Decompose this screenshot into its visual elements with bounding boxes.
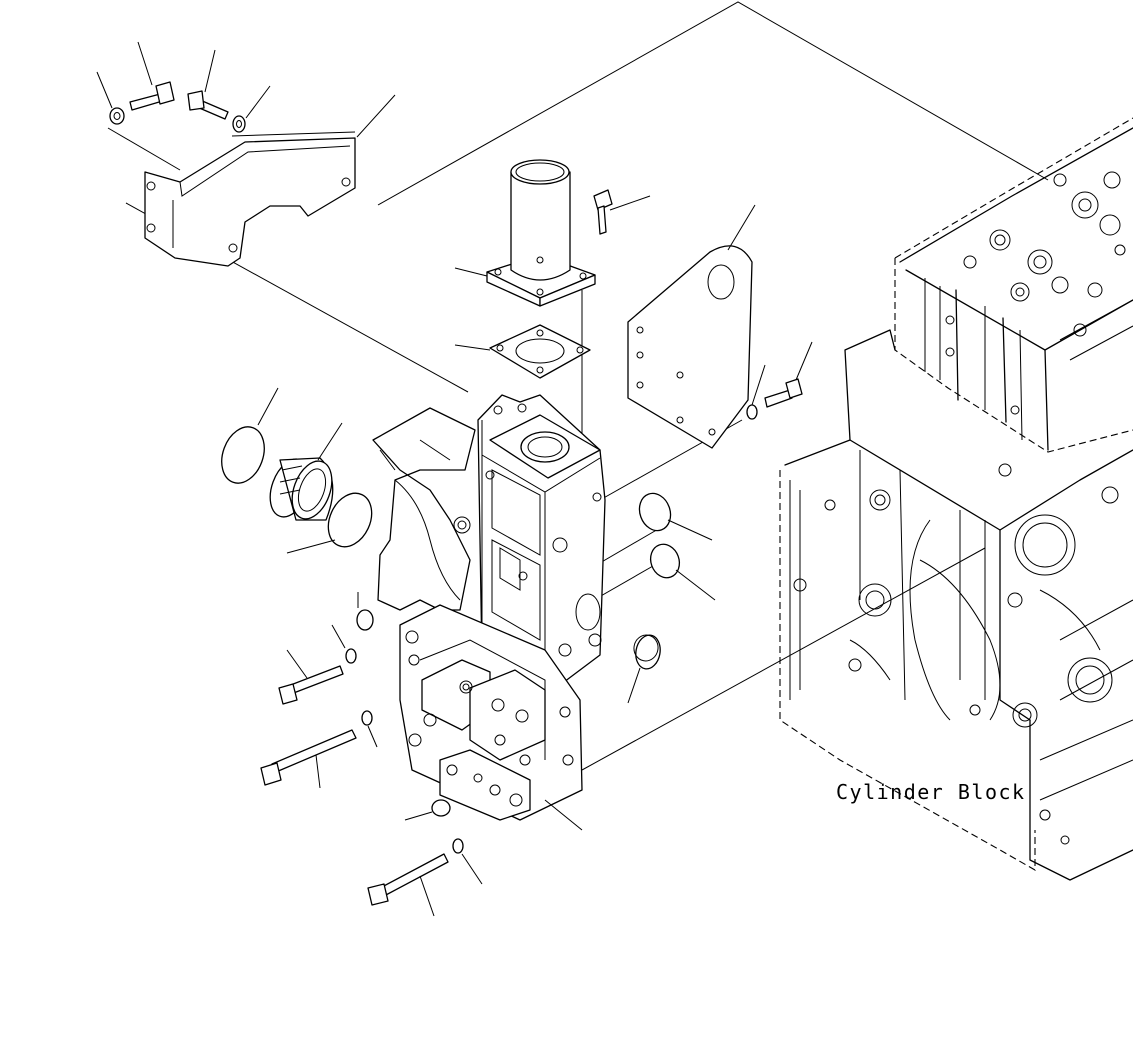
bolt-icon — [367, 853, 449, 906]
cover-plate — [627, 204, 813, 449]
o-ring-icon — [649, 543, 681, 579]
cylinder-block — [779, 117, 1133, 881]
bolt-icon — [278, 665, 344, 705]
bolt-icon — [129, 81, 175, 111]
plug-icon — [356, 609, 374, 631]
washer-icon — [232, 115, 246, 133]
washer-icon — [746, 404, 758, 420]
lower-fasteners — [260, 592, 483, 917]
bolt-icon — [764, 378, 803, 408]
seals — [221, 387, 716, 704]
washer-icon — [452, 838, 464, 854]
o-ring-icon — [638, 492, 672, 532]
washer-icon — [345, 648, 357, 664]
cylinder-block-label: Cylinder Block — [836, 780, 1026, 804]
o-ring-icon — [221, 426, 265, 484]
bolt-icon — [260, 729, 357, 786]
sleeve-icon — [269, 457, 334, 521]
bolt-icon — [187, 90, 229, 120]
bolt-icon — [593, 189, 613, 235]
washer-icon — [361, 710, 373, 726]
plug-icon — [633, 634, 661, 670]
bracket-assembly — [96, 41, 396, 267]
plug-icon — [431, 799, 451, 817]
main-housing — [372, 394, 606, 831]
o-ring-icon — [327, 492, 373, 548]
tube-assembly — [454, 159, 651, 379]
washer-icon — [109, 107, 125, 125]
